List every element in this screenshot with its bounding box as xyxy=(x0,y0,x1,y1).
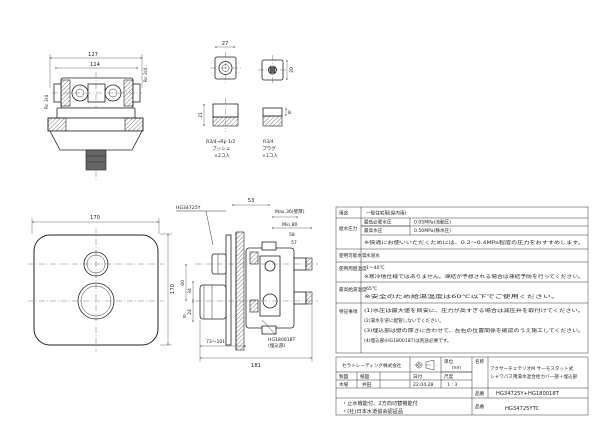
bushing-dim-top: 27 xyxy=(222,41,229,47)
spec-val-maxhot: 65℃ xyxy=(366,286,377,292)
spec-key-water: 使用可能水質 xyxy=(339,252,367,259)
title-company: セラトレーディング株式会社 xyxy=(342,362,402,369)
bushing-qty: ×2コ入 xyxy=(214,153,230,159)
spec-note-1: (1)水圧は最大値を目安に、圧力が高すぎる場合は減圧弁を取付けてください。 xyxy=(364,307,584,314)
spec-note-pressure: ※快適にお使いいただくためには、0.2〜0.4MPa程度の圧力をおすすめします。 xyxy=(364,239,584,246)
spec-note-4: (4)埋込部(HG180018T)は別途必要です。 xyxy=(364,337,452,344)
spec-val-ambient: 1〜40℃ xyxy=(366,265,385,271)
spec-note-maxhot: ※安全のため給湯温度は60℃以下でご使用ください。 xyxy=(364,293,559,300)
plug-dim-side: 20 xyxy=(289,67,295,73)
title-checked-by: 井田 xyxy=(362,381,372,388)
title-product-name-2: シャワバス用湯水混合栓カバー部＋埋込部 xyxy=(490,373,578,380)
plug-thread-label: R3/4 xyxy=(263,139,274,145)
top-dim-width: 127 xyxy=(88,52,98,58)
spec-table: 用途 一般住宅用(屋内用) 給水圧力 最低必要水圧 0.05MPa(流動圧) 最… xyxy=(335,206,589,354)
plug-detail: 20 8 R3/4 プラグ ×1コ入 xyxy=(258,55,295,159)
top-view: 127 114 Rc 3/4 Rc 3/4 xyxy=(44,52,149,180)
bushing-detail: 27 21 R3/4→Rp 1/2 ブッシュ ×2コ入 xyxy=(198,41,242,159)
spec-val-use: 一般住宅用(屋内用) xyxy=(366,210,407,217)
title-name-label: 名称 xyxy=(475,358,485,365)
side-dim-min-wall: Min.80 xyxy=(282,222,298,228)
title-unit-value: mm xyxy=(452,366,461,371)
spec-note-ambient: ※寒冷地仕様ではありません。凍結が予想される場合は凍結予防を行ってください。 xyxy=(364,273,584,280)
spec-note-2: (2)湯水を逆に配管しないでください。 xyxy=(364,317,444,324)
side-dim-57: 57 xyxy=(291,240,297,246)
title-date-value: 22.04.28 xyxy=(413,382,434,388)
title-product-name-1: アクサーチェテリオM サーモスタット式 xyxy=(490,365,574,372)
spec-key-ambient: 使用周囲温度 xyxy=(339,265,367,272)
title-drawn-label: 製図 xyxy=(339,373,349,380)
side-dim-34: 34 xyxy=(187,288,193,294)
top-dim-inner: 114 xyxy=(90,62,101,68)
title-model-label: 品番 xyxy=(475,403,485,410)
side-embed-model: HG180018T xyxy=(268,337,296,343)
title-model: HG34725YTC xyxy=(505,406,539,412)
spec-note-3: (3)埋込部は壁の厚さに合わせて、左右の位置関係を確認のうえ施工してください。 xyxy=(364,327,584,334)
title-note-2: ・(社)日本水道協会認証品 xyxy=(342,407,403,415)
spec-key-maxhot: 最高給湯温度 xyxy=(339,286,367,293)
front-dim-width: 170 xyxy=(90,215,100,221)
plug-dim-top: 8 xyxy=(288,110,291,116)
side-dim-53: 53 xyxy=(248,198,255,204)
title-date-label: 日付 xyxy=(413,373,423,380)
side-dim-max-wall: Max.36(壁厚) xyxy=(275,208,305,215)
title-note-1: ・止水機能付、2方向切替機能付 xyxy=(342,399,418,407)
bushing-thread-label: R3/4→Rp 1/2 xyxy=(206,139,235,145)
title-scale-value: 1 : 3 xyxy=(447,382,457,388)
spec-key-use: 用途 xyxy=(339,210,349,217)
front-dim-height: 170 xyxy=(170,284,176,294)
top-label-rc-right: Rc 3/4 xyxy=(143,68,149,83)
side-dim-181: 181 xyxy=(251,363,261,369)
top-label-rc-left: Rc 3/4 xyxy=(44,95,50,110)
side-dim-40: 40 xyxy=(180,280,186,286)
front-view: 170 170 xyxy=(28,215,176,352)
title-checked-label: 検図 xyxy=(360,373,370,380)
side-embed-note: (埋込部) xyxy=(268,342,286,349)
side-view: HG34725Y 53 Max.36(壁厚) Min.80 58 57 xyxy=(176,198,318,369)
side-dim-24: 24 xyxy=(187,309,193,315)
plug-name: プラグ xyxy=(262,145,276,152)
title-scale-label: 尺度 xyxy=(444,373,454,380)
side-dim-range: 73〜101 xyxy=(206,339,225,345)
side-model-label: HG34725Y xyxy=(176,205,201,211)
spec-sub-min-pressure: 最低必要水圧 xyxy=(364,219,392,226)
side-dim-8: 8 xyxy=(183,314,186,320)
bushing-dim-side: 21 xyxy=(198,112,204,118)
plug-qty: ×1コ入 xyxy=(262,153,278,159)
spec-val-min-pressure: 0.05MPa(流動圧) xyxy=(414,219,451,226)
title-unit-label: 単位 xyxy=(444,358,454,365)
title-block: セラトレーディング株式会社 単位 mm 名称 アクサーチェテリオM サーモスタッ… xyxy=(335,356,589,416)
spec-key-notes: 特記事項 xyxy=(339,308,358,315)
spec-key-pressure: 給水圧力 xyxy=(339,225,358,232)
bushing-name: ブッシュ xyxy=(212,145,230,152)
side-dim-58: 58 xyxy=(289,232,295,238)
title-part-no-label: 品番 xyxy=(475,390,485,397)
spec-val-water: 水道水 xyxy=(366,252,380,259)
spec-val-max-pressure: 0.50MPa(静水圧) xyxy=(414,227,451,234)
projection-symbol-icon xyxy=(414,359,437,371)
spec-sub-max-pressure: 最高水圧 xyxy=(364,227,383,234)
title-drawn-by: 木場 xyxy=(339,381,349,388)
title-part-no: HG34725Y+HG180018T xyxy=(496,391,560,397)
